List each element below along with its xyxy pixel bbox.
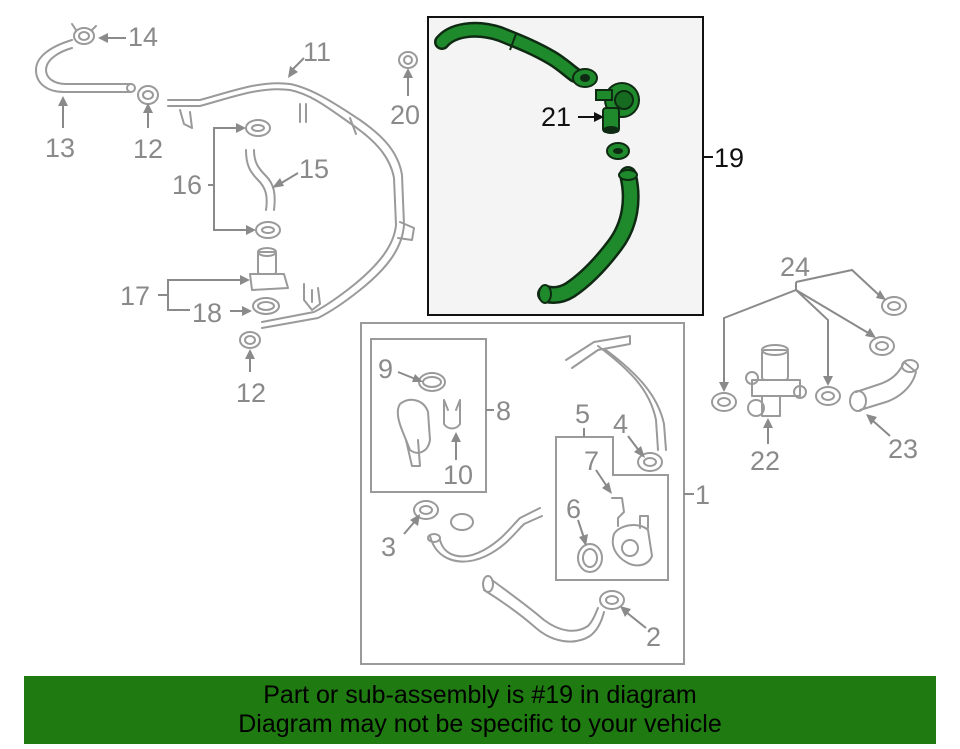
callout-1[interactable]: 1	[695, 480, 710, 510]
highlight-clamp-1	[572, 68, 598, 88]
banner-line-2: Diagram may not be specific to your vehi…	[238, 710, 722, 738]
hose-15	[245, 149, 276, 211]
clamp-14	[71, 23, 97, 45]
assembly-box-1	[360, 322, 694, 665]
callout-7[interactable]: 7	[584, 446, 599, 476]
clamp-4	[627, 435, 663, 472]
fitting-17	[249, 247, 289, 291]
callout-12-bottom[interactable]: 12	[236, 378, 266, 408]
hose-23	[849, 359, 919, 437]
callout-15[interactable]: 15	[299, 154, 329, 184]
callout-4[interactable]: 4	[613, 409, 628, 439]
callout-11[interactable]: 11	[303, 37, 331, 67]
highlight-hose-lower	[537, 166, 640, 304]
callout-14[interactable]: 14	[128, 22, 158, 52]
callout-9[interactable]: 9	[378, 354, 393, 384]
pipe-assembly-11	[167, 82, 415, 329]
oring-18	[252, 297, 280, 315]
callout-22[interactable]: 22	[750, 446, 780, 476]
callout-8[interactable]: 8	[496, 396, 511, 426]
pipe-box1-upper	[565, 335, 667, 451]
callout-13[interactable]: 13	[45, 133, 75, 163]
callout-12-top[interactable]: 12	[133, 134, 163, 164]
info-banner: Part or sub-assembly is #19 in diagram D…	[24, 676, 936, 744]
callout-16[interactable]: 16	[172, 170, 202, 200]
callout-20[interactable]: 20	[390, 100, 420, 130]
callout-3[interactable]: 3	[381, 532, 396, 562]
callout-24[interactable]: 24	[780, 252, 810, 282]
sub-box-8	[370, 338, 494, 493]
leaders-left	[58, 33, 413, 372]
callout-19[interactable]: 19	[714, 143, 744, 173]
callout-5[interactable]: 5	[575, 399, 590, 429]
callout-10[interactable]: 10	[443, 460, 473, 490]
highlight-valve-21	[595, 82, 640, 134]
sub-box-5	[555, 428, 669, 581]
callout-21[interactable]: 21	[541, 102, 571, 132]
highlight-box-19[interactable]: 21 19	[427, 16, 744, 316]
callout-17[interactable]: 17	[120, 281, 150, 311]
callout-2[interactable]: 2	[646, 622, 661, 652]
clamp-12a	[137, 85, 159, 105]
hose-2	[482, 575, 647, 643]
callout-23[interactable]: 23	[888, 434, 918, 464]
highlight-hose-upper	[434, 21, 583, 83]
callout-6[interactable]: 6	[566, 494, 581, 524]
hose-3	[403, 500, 543, 563]
banner-line-1: Part or sub-assembly is #19 in diagram	[263, 681, 697, 709]
highlight-clamp-2	[606, 142, 630, 160]
callout-18[interactable]: 18	[192, 298, 222, 328]
valve-22	[745, 344, 807, 444]
clamps-24	[711, 268, 907, 412]
hose-13	[35, 39, 136, 93]
clamp-12b	[239, 331, 261, 349]
clamps-16	[245, 119, 281, 239]
clamp-20	[398, 51, 418, 69]
